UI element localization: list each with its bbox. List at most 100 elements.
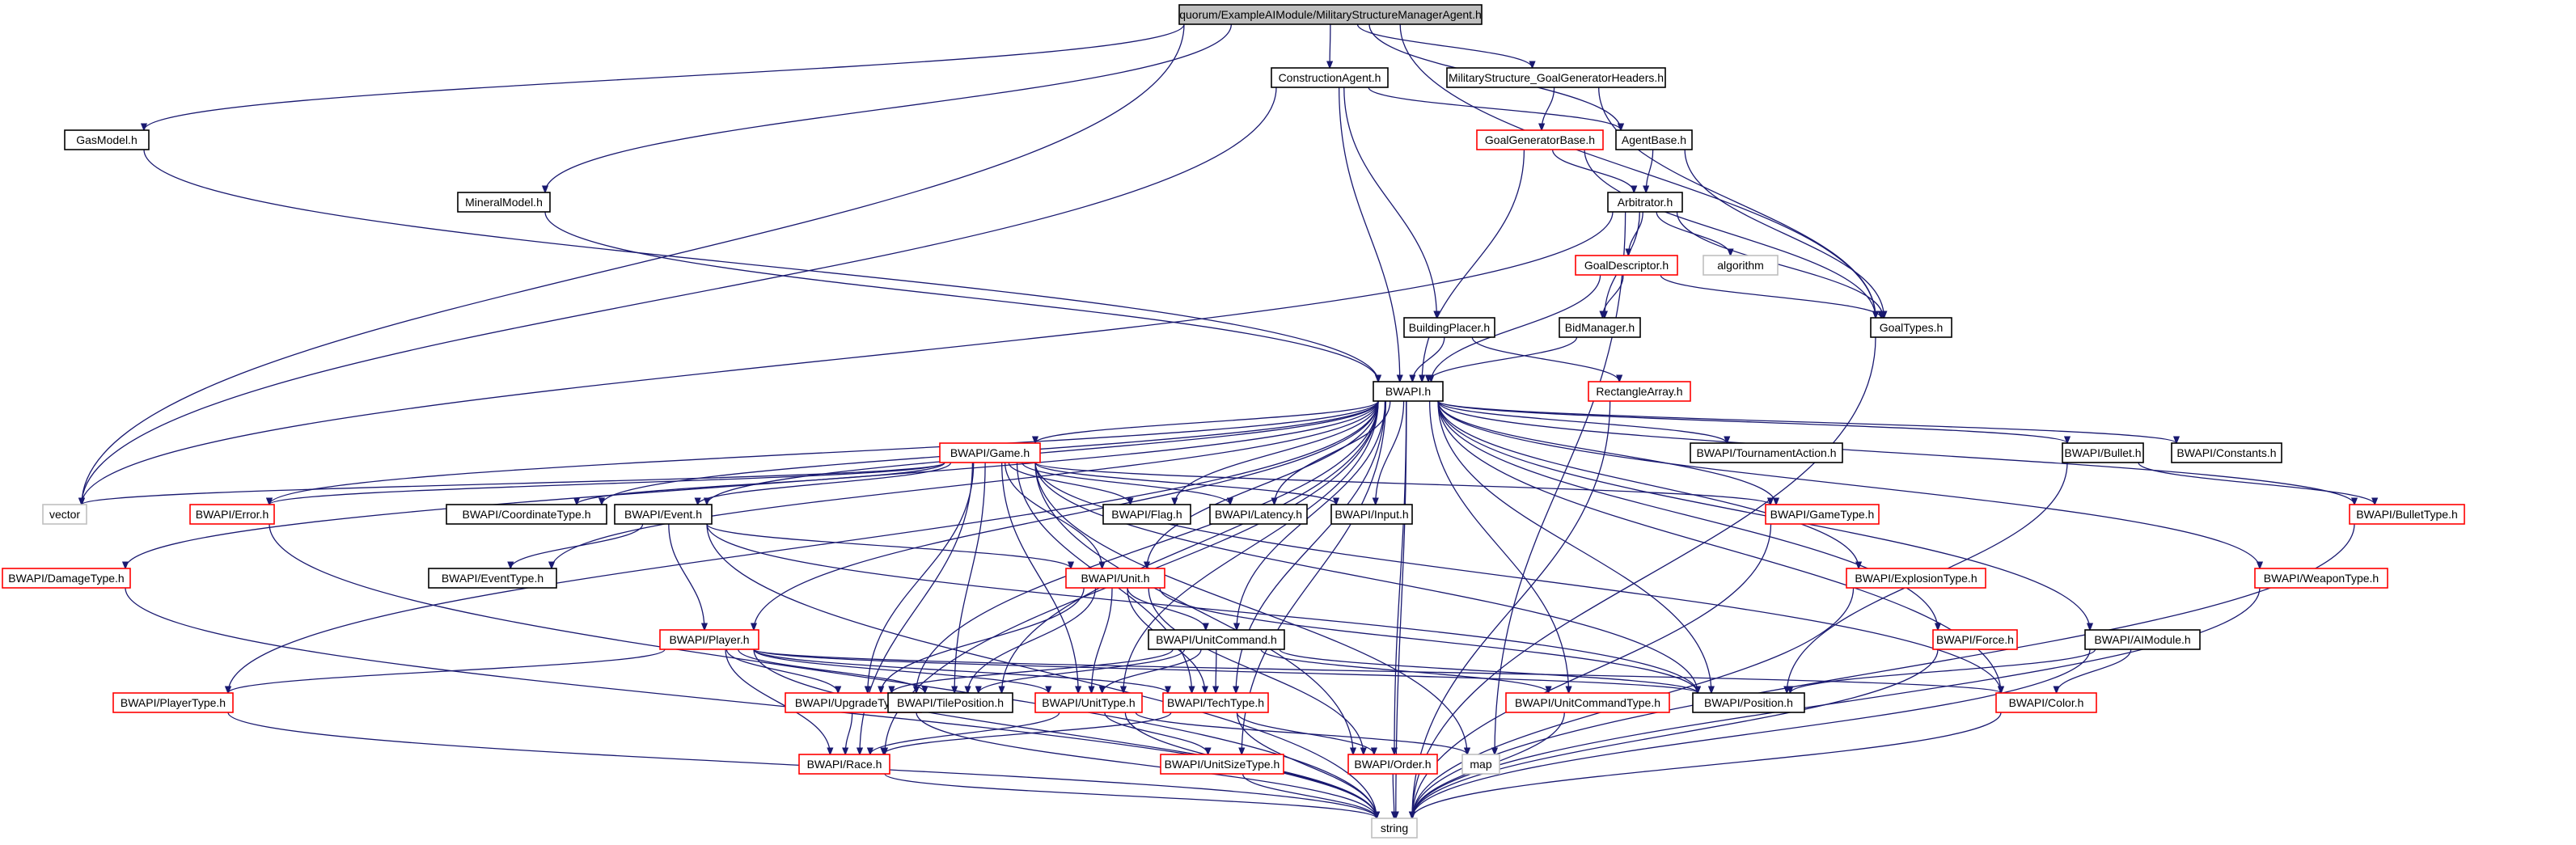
node-label: BWAPI/Player.h xyxy=(669,633,749,646)
node-event[interactable]: BWAPI/Event.h xyxy=(614,504,713,525)
node-unitcommandtype[interactable]: BWAPI/UnitCommandType.h xyxy=(1505,692,1670,713)
edge-unitcommand-to-tileposition xyxy=(979,649,1186,693)
node-race[interactable]: BWAPI/Race.h xyxy=(798,754,890,775)
node-label: BWAPI/TilePosition.h xyxy=(897,696,1004,709)
node-box xyxy=(1703,255,1779,276)
node-construction[interactable]: ConstructionAgent.h xyxy=(1271,67,1389,88)
node-techtype[interactable]: BWAPI/TechType.h xyxy=(1162,692,1269,713)
node-goalgenbase[interactable]: GoalGeneratorBase.h xyxy=(1476,129,1604,150)
node-box xyxy=(1178,4,1483,25)
edge-color-to-string xyxy=(1412,712,2002,818)
node-box xyxy=(42,504,87,525)
node-box xyxy=(2062,442,2144,463)
node-upgradetype[interactable]: BWAPI/UpgradeType.h xyxy=(785,692,922,713)
node-buildingplacer[interactable]: BuildingPlacer.h xyxy=(1403,317,1495,338)
node-mineral[interactable]: MineralModel.h xyxy=(457,192,551,213)
node-unitsizetype[interactable]: BWAPI/UnitSizeType.h xyxy=(1160,754,1284,775)
node-box xyxy=(2171,442,2282,463)
node-label: Arbitrator.h xyxy=(1618,196,1673,209)
node-unitcommand[interactable]: BWAPI/UnitCommand.h xyxy=(1148,629,1285,650)
node-label: BWAPI/UnitCommandType.h xyxy=(1515,696,1660,709)
node-label: vector xyxy=(49,508,80,521)
edge-bwapi-to-string xyxy=(1396,400,1407,818)
node-gasmodel[interactable]: GasModel.h xyxy=(64,129,150,150)
node-label: BWAPI/Bullet.h xyxy=(2064,446,2141,459)
edge-bullet-to-bullettype xyxy=(2138,462,2375,505)
node-damagetype[interactable]: BWAPI/DamageType.h xyxy=(2,568,131,589)
edge-arbitrator-to-vector xyxy=(82,211,1614,505)
node-box xyxy=(798,754,890,775)
edge-msgen-to-goalgenbase xyxy=(1542,87,1555,130)
node-flag[interactable]: BWAPI/Flag.h xyxy=(1102,504,1191,525)
node-label: BWAPI/UnitSizeType.h xyxy=(1165,758,1280,771)
edge-bwapi-to-input xyxy=(1376,400,1405,505)
node-coordtype[interactable]: BWAPI/CoordinateType.h xyxy=(446,504,607,525)
node-force[interactable]: BWAPI/Force.h xyxy=(1932,629,2018,650)
node-order[interactable]: BWAPI/Order.h xyxy=(1347,754,1438,775)
edge-root-to-vector xyxy=(82,23,1185,505)
edge-event-to-string xyxy=(706,523,1377,818)
node-box xyxy=(1034,692,1143,713)
node-box xyxy=(112,692,234,713)
edge-goalgenbase-to-goaltypes xyxy=(1584,149,1876,318)
node-agentbase[interactable]: AgentBase.h xyxy=(1615,129,1693,150)
edge-construction-to-buildingplacer xyxy=(1343,87,1437,318)
node-eventtype[interactable]: BWAPI/EventType.h xyxy=(428,568,557,589)
node-arbitrator[interactable]: Arbitrator.h xyxy=(1607,192,1683,213)
edge-bwapi-to-order xyxy=(1394,400,1407,754)
node-tournament[interactable]: BWAPI/TournamentAction.h xyxy=(1690,442,1843,463)
edge-unittype-to-unitsizetype xyxy=(1104,712,1208,754)
node-label: BWAPI/UpgradeType.h xyxy=(795,696,912,709)
node-latency[interactable]: BWAPI/Latency.h xyxy=(1209,504,1308,525)
node-box xyxy=(659,629,759,650)
node-box xyxy=(1102,504,1191,525)
node-playertype[interactable]: BWAPI/PlayerType.h xyxy=(112,692,234,713)
node-box xyxy=(189,504,275,525)
node-msgen[interactable]: MilitaryStructure_GoalGeneratorHeaders.h xyxy=(1446,67,1666,88)
node-label: BWAPI/Race.h xyxy=(807,758,882,771)
node-label: ConstructionAgent.h xyxy=(1279,71,1381,84)
node-bwapi[interactable]: BWAPI.h xyxy=(1373,381,1444,402)
edge-game-to-error xyxy=(269,462,945,505)
edge-goaldesc-to-goaltypes xyxy=(1660,274,1881,318)
edge-bwapi-to-tournament xyxy=(1437,400,1727,443)
node-weapontype[interactable]: BWAPI/WeaponType.h xyxy=(2254,568,2388,589)
node-input[interactable]: BWAPI/Input.h xyxy=(1330,504,1413,525)
edge-construction-to-vector xyxy=(82,87,1277,505)
node-bidmanager[interactable]: BidManager.h xyxy=(1559,317,1641,338)
edge-bwapi-to-eventtype xyxy=(552,400,1379,568)
node-unittype[interactable]: BWAPI/UnitType.h xyxy=(1034,692,1143,713)
node-error[interactable]: BWAPI/Error.h xyxy=(189,504,275,525)
node-gametype[interactable]: BWAPI/GameType.h xyxy=(1765,504,1880,525)
node-constants[interactable]: BWAPI/Constants.h xyxy=(2171,442,2282,463)
node-box xyxy=(939,442,1041,463)
node-label: RectangleArray.h xyxy=(1596,385,1682,398)
edge-damagetype-to-string xyxy=(125,587,1377,818)
node-label: GoalTypes.h xyxy=(1880,321,1944,334)
node-unit[interactable]: BWAPI/Unit.h xyxy=(1065,568,1165,589)
node-tileposition[interactable]: BWAPI/TilePosition.h xyxy=(887,692,1013,713)
edge-unit-to-unitcommand xyxy=(1127,587,1206,630)
node-position[interactable]: BWAPI/Position.h xyxy=(1692,692,1805,713)
node-game[interactable]: BWAPI/Game.h xyxy=(939,442,1041,463)
node-label: BWAPI/Color.h xyxy=(2009,696,2084,709)
edge-bwapi-to-error xyxy=(269,400,1379,505)
node-player[interactable]: BWAPI/Player.h xyxy=(659,629,759,650)
node-goaldesc[interactable]: GoalDescriptor.h xyxy=(1575,255,1678,276)
node-goaltypes[interactable]: GoalTypes.h xyxy=(1870,317,1952,338)
node-label: string xyxy=(1381,822,1408,834)
node-bullettype[interactable]: BWAPI/BulletType.h xyxy=(2349,504,2465,525)
node-color[interactable]: BWAPI/Color.h xyxy=(1995,692,2097,713)
node-explosiontype[interactable]: BWAPI/ExplosionType.h xyxy=(1846,568,1986,589)
node-aimodule[interactable]: BWAPI/AIModule.h xyxy=(2084,629,2201,650)
edge-rectarray-to-string xyxy=(1412,400,1611,818)
node-label: BWAPI/Unit.h xyxy=(1081,572,1149,585)
edge-goaltypes-to-string xyxy=(1412,336,1876,818)
edge-upgradetype-to-race xyxy=(845,712,853,754)
node-rectarray[interactable]: RectangleArray.h xyxy=(1588,381,1691,402)
node-label: BWAPI/Game.h xyxy=(950,446,1030,459)
edge-bwapi-to-force xyxy=(1437,400,1938,630)
node-bullet[interactable]: BWAPI/Bullet.h xyxy=(2062,442,2144,463)
edge-bwapi-to-position xyxy=(1437,400,1711,693)
node-label: algorithm xyxy=(1717,259,1764,272)
